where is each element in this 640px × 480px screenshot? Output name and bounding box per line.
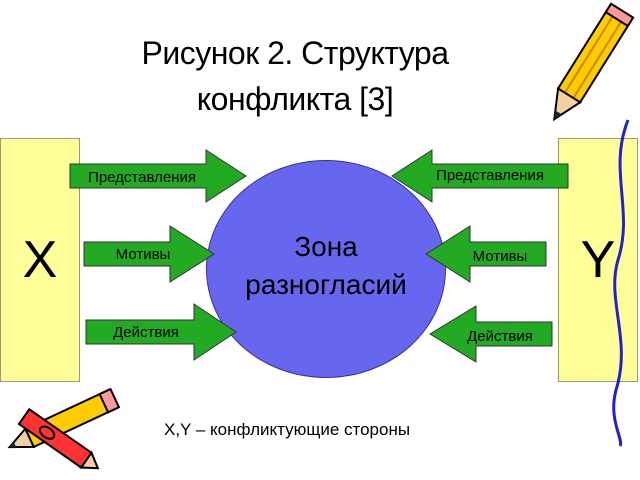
arrow-label-right-motives: Мотивы [472, 248, 528, 265]
disagreement-zone [206, 160, 446, 378]
arrow-label-right-actions: Действия [467, 328, 533, 345]
party-x-label: X [22, 231, 58, 289]
party-y-label: Y [580, 231, 616, 289]
caption: X,Y – конфликтующие стороны [164, 420, 411, 439]
title-line-1: Рисунок 2. Структура [141, 35, 449, 71]
zone-label: Зона разногласий [206, 228, 446, 304]
arrow-right-motives [425, 225, 547, 283]
zone-label-line-2: разногласий [245, 269, 407, 300]
arrow-right-representations [391, 149, 569, 203]
pencil-icon [17, 407, 100, 470]
pencil-icon [553, 2, 635, 122]
arrow-label-left-actions: Действия [113, 324, 179, 341]
arrow-left-representations [69, 149, 247, 203]
diagram-title: Рисунок 2. Структура конфликта [3] [60, 30, 530, 122]
arrow-label-right-representations: Представления [436, 167, 544, 184]
title-line-2: конфликта [3] [196, 81, 394, 117]
pencil-scribble-icon [612, 119, 630, 447]
arrow-label-left-motives: Мотивы [115, 246, 171, 263]
arrow-label-left-representations: Представления [88, 169, 196, 186]
arrow-left-actions [85, 303, 237, 361]
zone-label-line-1: Зона [294, 231, 358, 262]
party-y-box: Y [558, 138, 638, 382]
arrow-left-motives [83, 225, 215, 283]
arrow-right-actions [429, 305, 553, 363]
party-x-box: X [0, 138, 80, 382]
